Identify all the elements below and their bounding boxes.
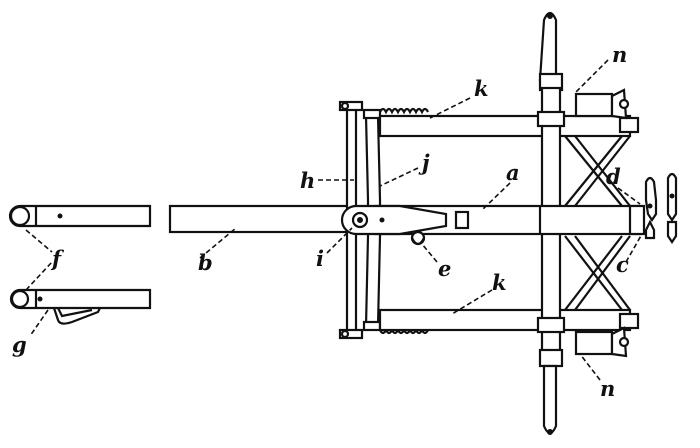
- label-i: i: [316, 246, 324, 271]
- spring-top: [379, 107, 429, 115]
- label-g: g: [12, 332, 27, 357]
- front-end-pieces: [628, 172, 678, 244]
- label-d: d: [606, 164, 621, 189]
- pole-end-lower: [9, 288, 152, 325]
- coupling-i: [340, 204, 448, 236]
- cross-bracing: [564, 135, 631, 311]
- label-f: f: [50, 246, 65, 271]
- axle: [536, 11, 566, 435]
- rail-k-bottom: [378, 308, 640, 332]
- pole-end-upper: [8, 204, 152, 228]
- leader-lines: [25, 59, 643, 381]
- hook-e: [410, 230, 426, 246]
- label-b: b: [198, 250, 213, 275]
- box-n-bottom: [574, 326, 630, 358]
- pole-b: [168, 204, 358, 234]
- rail-k-top: [378, 114, 640, 138]
- label-c: c: [616, 252, 629, 277]
- label-j: j: [418, 150, 430, 175]
- label-h: h: [300, 168, 315, 193]
- box-n-top: [574, 88, 630, 120]
- label-k-bottom: k: [492, 270, 507, 295]
- label-n-top: n: [612, 42, 627, 67]
- label-a: a: [506, 160, 520, 185]
- label-e: e: [438, 256, 451, 281]
- label-n-bottom: n: [600, 376, 615, 401]
- label-k-top: k: [474, 76, 489, 101]
